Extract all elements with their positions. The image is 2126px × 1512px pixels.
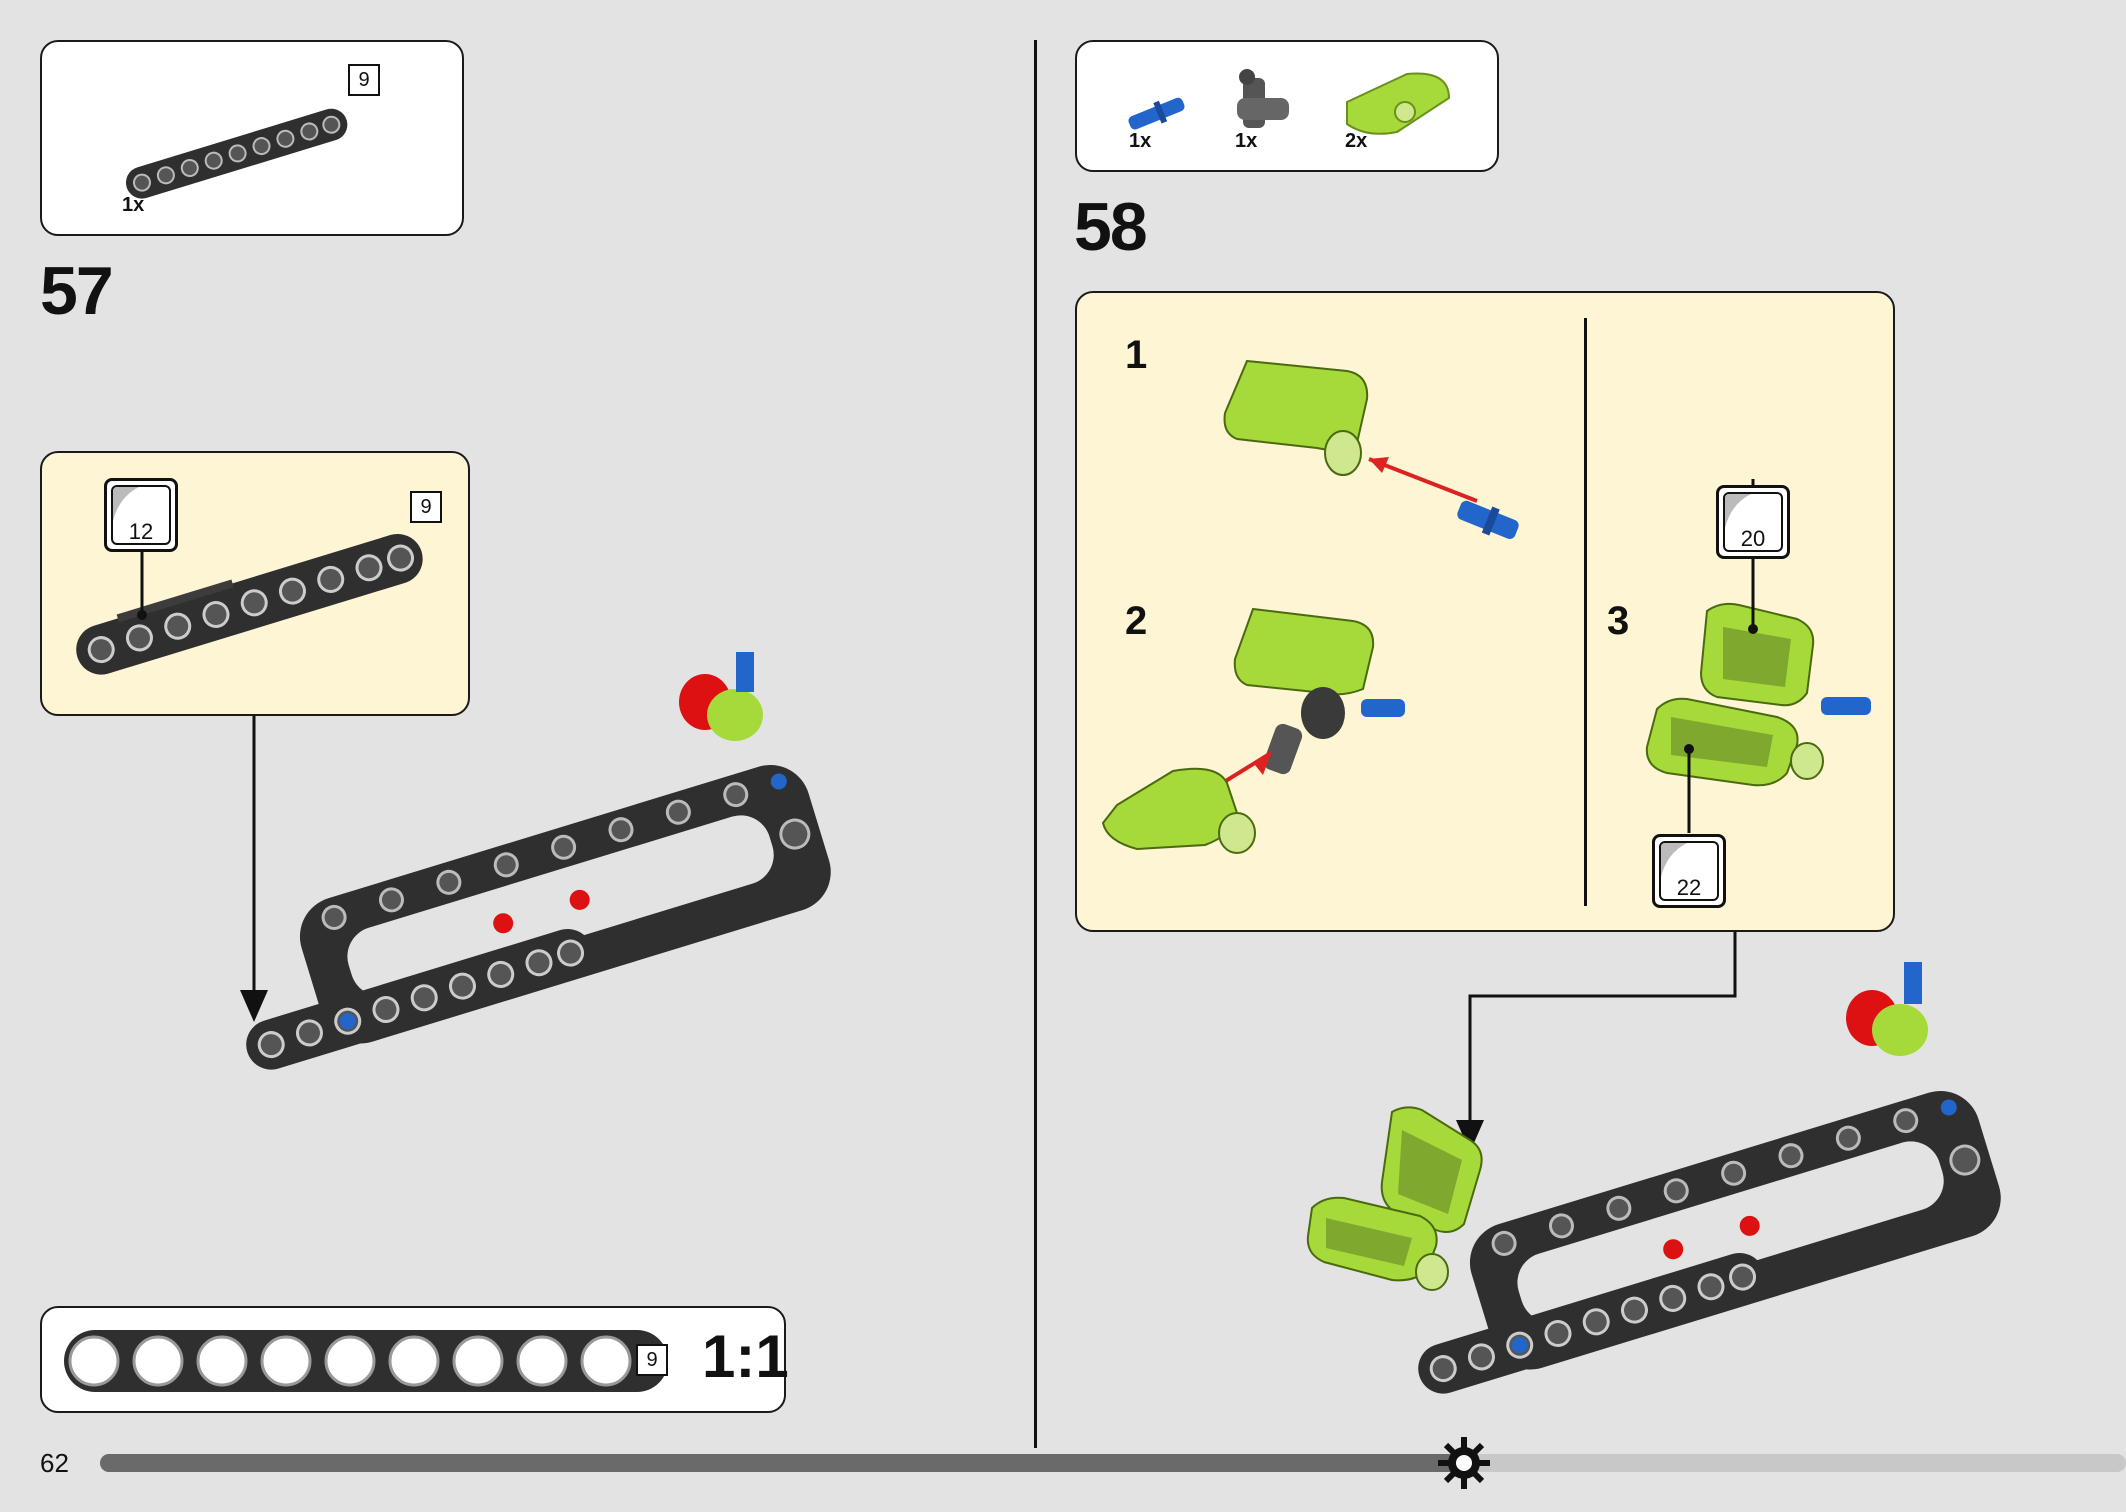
- stickered-beam-icon: [76, 523, 423, 675]
- substep-number: 2: [1125, 599, 1148, 643]
- sticker-number: 12: [128, 519, 154, 544]
- substep-number: 1: [1125, 333, 1148, 377]
- step-number-57: 57: [40, 253, 114, 329]
- part-quantity: 1x: [1129, 130, 1152, 152]
- subassembly-callout-57: 12 9: [40, 451, 470, 716]
- parts-list-58: 1x 1x 2x: [1075, 40, 1499, 172]
- length-label: 9: [410, 491, 442, 523]
- sticker-number: 20: [1740, 526, 1766, 551]
- ruler-scale: 1:1: [702, 1323, 789, 1390]
- beam-9-icon: [125, 108, 348, 199]
- blue-axle-icon: [736, 652, 754, 692]
- substep-number: 3: [1607, 599, 1630, 643]
- ruler-length-label: 9: [636, 1344, 668, 1376]
- sticker-callout: 22: [1652, 834, 1726, 908]
- parts-list-57: 9 1x: [40, 40, 464, 236]
- page-number: 62: [40, 1448, 69, 1478]
- connector-icon: [1237, 69, 1289, 128]
- length-ruler: 9 1:1: [40, 1306, 789, 1413]
- part-quantity: 1x: [122, 194, 145, 216]
- sticker-number: 22: [1676, 875, 1702, 900]
- length-label: 9: [348, 64, 380, 96]
- axle-pin-icon: [1128, 97, 1185, 130]
- substeps-callout-58: 1 2 3 20 22: [1075, 291, 1895, 932]
- sticker-callout: 20: [1716, 485, 1790, 559]
- substep-divider: [1584, 318, 1587, 906]
- page-divider: [1034, 40, 1037, 1448]
- step-number-58: 58: [1074, 189, 1148, 265]
- sticker-callout: 12: [104, 478, 178, 552]
- panel-icon: [1346, 72, 1451, 135]
- part-quantity: 1x: [1235, 130, 1258, 152]
- part-quantity: 2x: [1345, 130, 1368, 152]
